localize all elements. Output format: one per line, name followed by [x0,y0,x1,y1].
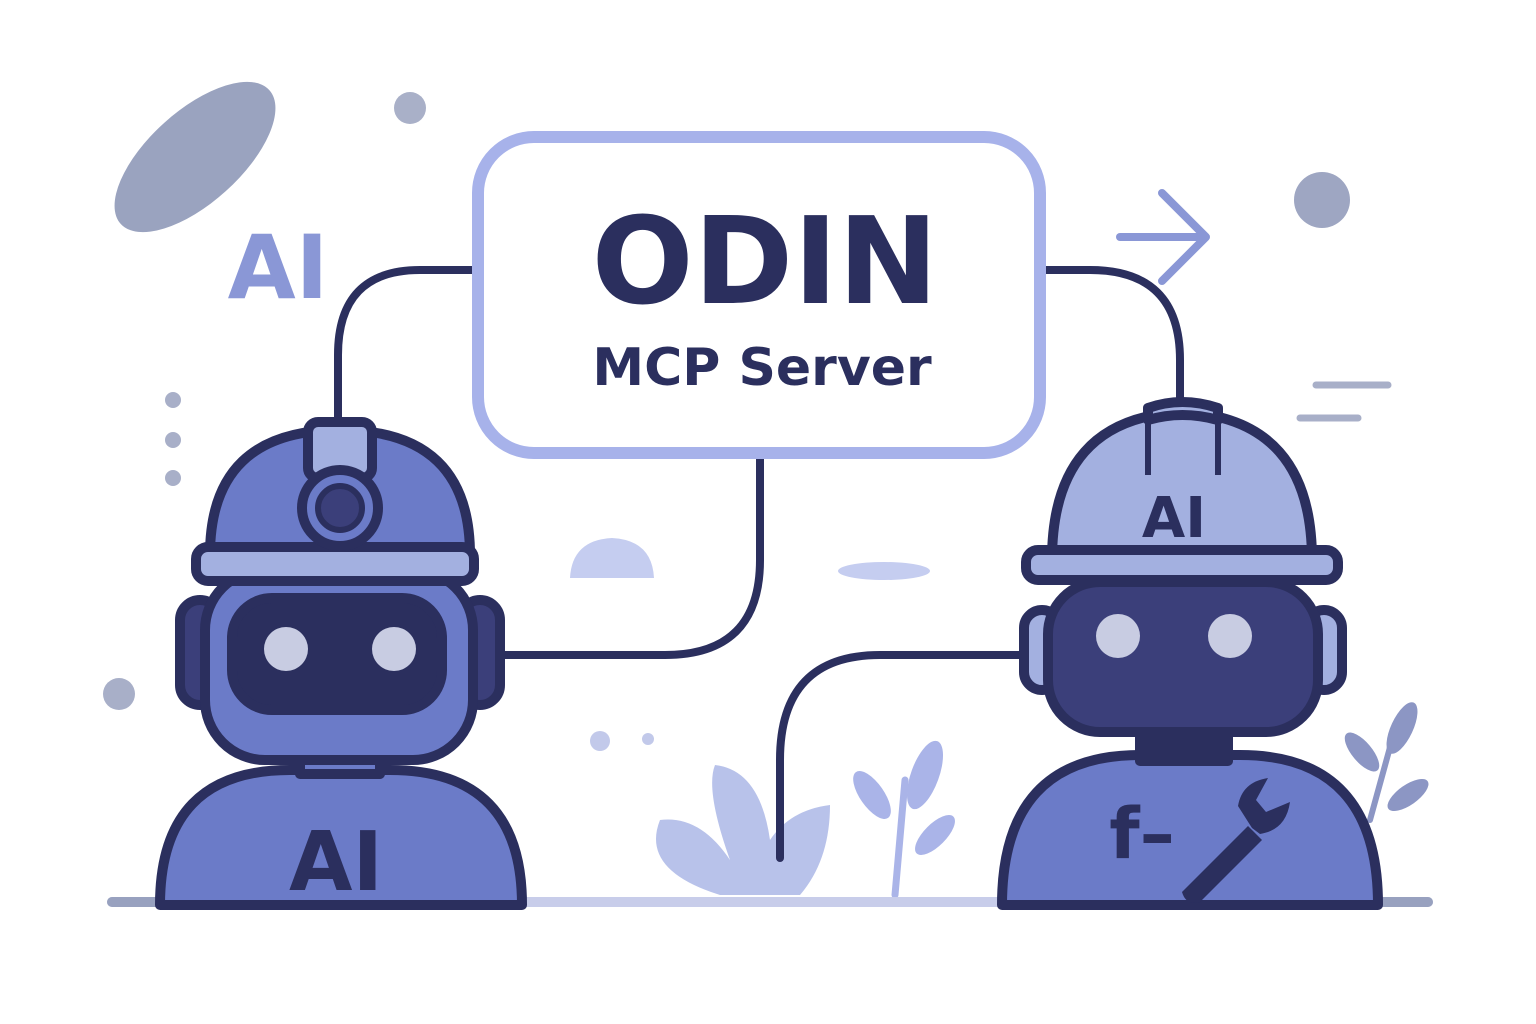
decor-cloud-shape [570,538,654,578]
decor-dot-1 [165,392,181,408]
floating-ai-label: AI [228,216,329,319]
server-box: ODIN MCP Server [472,131,1046,459]
robot-left: AI [155,417,527,910]
arrow-right-icon [1116,189,1210,285]
robot-left-helmet-brim [191,542,479,586]
robot-left-eye-right [372,627,416,671]
robot-left-body [155,765,527,910]
cable-right-robot-to-ground [776,651,1032,862]
server-title: ODIN [592,193,939,332]
decor-speed-lines [1296,381,1392,422]
robot-left-eye-left [264,627,308,671]
robot-left-body-label: AI [289,815,383,910]
robot-right-helmet-label: AI [1142,486,1206,551]
cable-right-top [1040,266,1184,412]
plant-bush-icon [656,765,830,895]
plants [656,702,1429,899]
decor-flat-ellipse [838,562,930,580]
decor-small-blob [394,92,426,124]
robot-right-eye-left [1096,614,1140,658]
server-subtitle: MCP Server [592,338,932,398]
cable-left-top [334,266,476,424]
plant-sprout-icon [853,740,955,899]
wrench-icon [1182,778,1290,903]
decor-dot-3 [165,470,181,486]
robot-right-hardhat-ridge [1143,397,1223,425]
plant-leaf-right-icon [1344,702,1429,823]
robot-right-body [997,750,1383,910]
background-decor: AI [103,81,1392,751]
decor-dot-left-low [103,678,135,710]
robot-right-hardhat-brim [1021,545,1343,585]
robot-right-head [1043,577,1323,737]
cable-center-to-left-robot [501,454,764,659]
decor-dot-2 [165,432,181,448]
robot-left-visor [227,593,447,715]
decor-dot-mid-1 [590,731,610,751]
robot-right: AI f– [997,397,1383,910]
decor-circle-right [1294,172,1350,228]
robot-right-body-label: f– [1109,793,1174,875]
headlamp-lens [315,483,365,533]
connection-cables [334,266,1184,862]
decor-large-blob [114,81,276,233]
robot-right-eye-right [1208,614,1252,658]
decor-dot-mid-2 [642,733,654,745]
server-box-frame [472,131,1046,459]
